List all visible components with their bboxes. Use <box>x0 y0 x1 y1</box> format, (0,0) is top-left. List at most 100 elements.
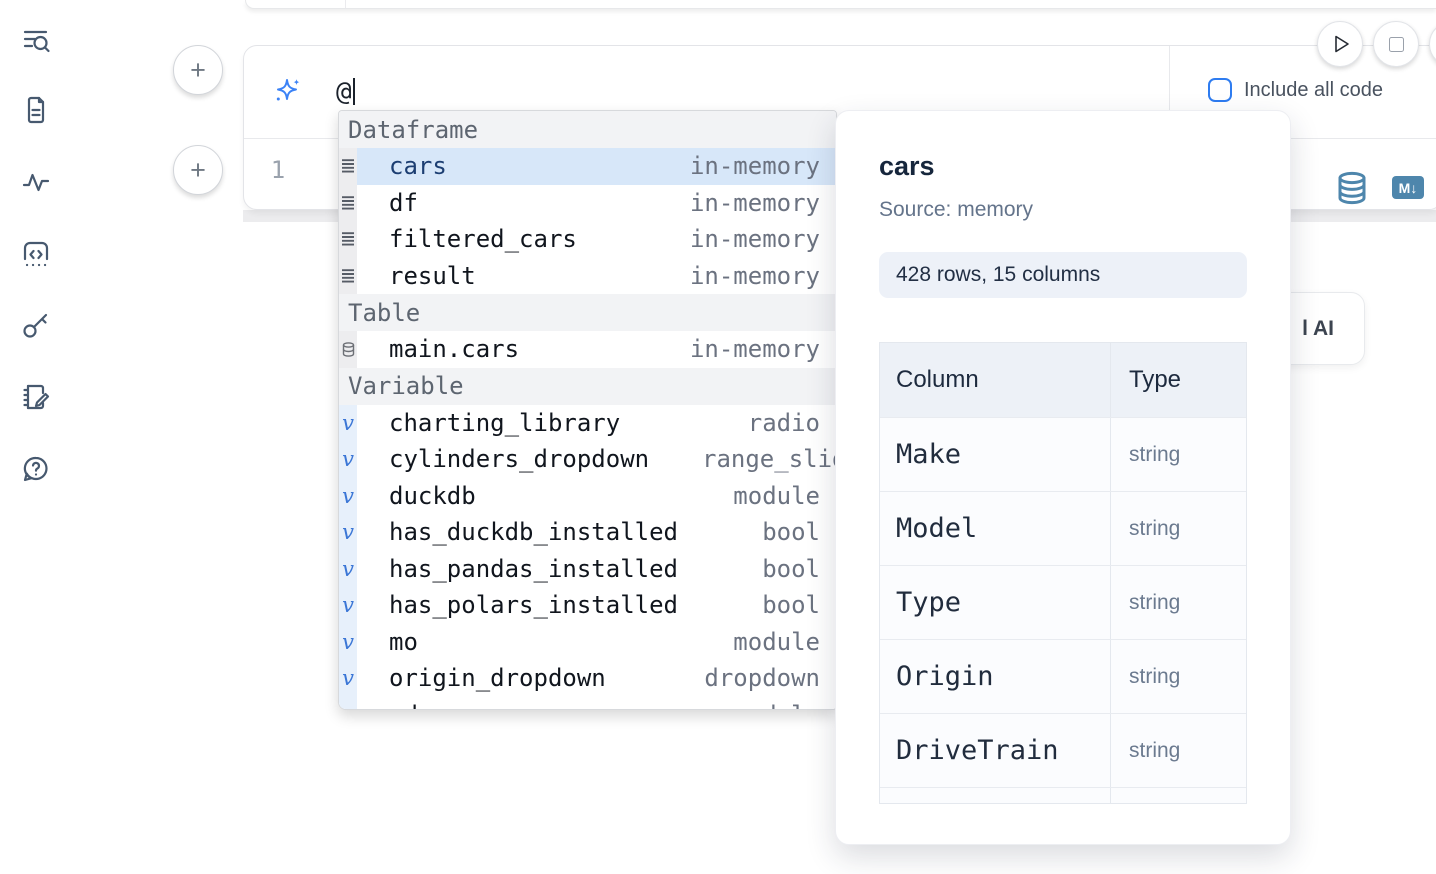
variable-icon: v <box>339 587 357 624</box>
completion-type: bool <box>762 591 820 619</box>
completion-name: charting_library <box>389 409 620 437</box>
table-row: DriveTrainstring <box>880 713 1246 787</box>
completion-type: in-memory <box>690 335 820 363</box>
file-document-icon[interactable] <box>20 94 52 126</box>
autocomplete-item-filtered_cars[interactable]: filtered_carsin-memory <box>339 221 836 258</box>
column-type-cell: string <box>1111 492 1246 565</box>
autocomplete-item-charting_library[interactable]: v charting_library radio <box>339 405 836 442</box>
autocomplete-item-origin_dropdown[interactable]: v origin_dropdown dropdown <box>339 660 836 697</box>
completion-type: in-memory <box>690 262 820 290</box>
column-type-cell: string <box>1111 566 1246 639</box>
autocomplete-item-has_pandas_installed[interactable]: vhas_pandas_installedbool <box>339 551 836 588</box>
columns-table-header-row: Column Type <box>880 343 1246 417</box>
stop-button[interactable] <box>1373 21 1419 67</box>
plus-icon: + <box>190 155 206 186</box>
completion-name: main.cars <box>389 335 519 363</box>
plus-icon: + <box>190 55 206 86</box>
column-name-cell: Model <box>880 492 1111 565</box>
autocomplete-item-cylinders_dropdown[interactable]: v cylinders_dropdown range_slider <box>339 441 836 478</box>
preview-source: Source: memory <box>879 198 1247 222</box>
sidebar <box>0 0 72 874</box>
column-name-cell: Type <box>880 566 1111 639</box>
columns-table: Column Type MakestringModelstringTypestr… <box>879 342 1247 804</box>
markdown-badge-icon[interactable]: M↓ <box>1392 176 1424 199</box>
completion-name: result <box>389 262 476 290</box>
add-cell-above-button[interactable]: + <box>173 45 223 95</box>
previous-cell-divider <box>345 0 346 8</box>
autocomplete-section-table: Table <box>339 294 836 331</box>
completion-type: radio <box>748 409 820 437</box>
notebook-pen-icon[interactable] <box>20 381 52 413</box>
autocomplete-item-df[interactable]: df in-memory <box>339 185 836 222</box>
database-language-icon[interactable] <box>1336 171 1368 205</box>
column-type-cell: string <box>1111 640 1246 713</box>
text-cursor <box>353 78 355 105</box>
column-name-cell <box>880 788 1111 804</box>
autocomplete-item-result[interactable]: result in-memory <box>339 258 836 295</box>
ai-sparkles-icon <box>272 76 302 106</box>
stop-icon <box>1389 37 1404 52</box>
completion-name: has_pandas_installed <box>389 555 678 583</box>
add-cell-below-button[interactable]: + <box>173 145 223 195</box>
shape-badge: 428 rows, 15 columns <box>879 252 1247 298</box>
table-icon <box>339 331 357 368</box>
include-all-code-checkbox[interactable] <box>1208 78 1232 102</box>
column-type-cell: string <box>1111 418 1246 491</box>
completion-type: module <box>733 628 820 656</box>
completion-type: dropdown <box>704 664 820 692</box>
column-type-cell <box>1111 788 1246 804</box>
code-snippets-icon[interactable] <box>20 238 52 270</box>
completion-type: range_slider <box>702 445 836 473</box>
run-cell-button[interactable] <box>1317 21 1363 67</box>
variable-icon: v <box>339 405 357 442</box>
ai-prompt-input[interactable]: @ <box>336 77 355 107</box>
autocomplete-item-pd[interactable]: vpdmodule <box>339 697 836 711</box>
dataframe-icon <box>339 221 357 258</box>
completion-type: in-memory <box>690 189 820 217</box>
variable-icon: v <box>339 660 357 697</box>
list-search-icon[interactable] <box>20 24 52 56</box>
autocomplete-item-has_duckdb_installed[interactable]: vhas_duckdb_installedbool <box>339 514 836 551</box>
completion-name: origin_dropdown <box>389 664 606 692</box>
help-chat-icon[interactable] <box>20 453 52 485</box>
key-icon[interactable] <box>20 309 52 341</box>
variable-icon: v <box>339 441 357 478</box>
previous-cell-bottom-edge <box>245 0 1436 9</box>
autocomplete-section-variable: Variable <box>339 368 836 405</box>
completion-type: module <box>733 701 820 710</box>
dataframe-icon <box>339 185 357 222</box>
completion-name: cars <box>389 152 447 180</box>
completion-type: bool <box>762 518 820 546</box>
preview-title: cars <box>879 151 1247 182</box>
line-number: 1 <box>264 156 292 184</box>
autocomplete-item-duckdb[interactable]: v duckdb module <box>339 478 836 515</box>
table-row: Modelstring <box>880 491 1246 565</box>
table-row-partial <box>880 787 1246 804</box>
completion-name: df <box>389 189 418 217</box>
column-name-cell: Origin <box>880 640 1111 713</box>
autocomplete-item-main.cars[interactable]: main.cars in-memory <box>339 331 836 368</box>
completion-type: bool <box>762 555 820 583</box>
completion-type: module <box>733 482 820 510</box>
column-header: Column <box>880 343 1111 417</box>
table-row: Makestring <box>880 417 1246 491</box>
include-all-code-label[interactable]: Include all code <box>1244 79 1383 102</box>
column-name-cell: Make <box>880 418 1111 491</box>
autocomplete-dropdown: Dataframecarsin-memorydfin-memoryfiltere… <box>338 110 837 710</box>
autocomplete-item-mo[interactable]: vmomodule <box>339 624 836 661</box>
variable-icon: v <box>339 478 357 515</box>
completion-name: cylinders_dropdown <box>389 445 649 473</box>
table-row: Originstring <box>880 639 1246 713</box>
dataframe-icon <box>339 258 357 295</box>
completion-name: duckdb <box>389 482 476 510</box>
column-name-cell: DriveTrain <box>880 714 1111 787</box>
dataframe-preview-panel: cars Source: memory 428 rows, 15 columns… <box>835 110 1291 845</box>
autocomplete-item-has_polars_installed[interactable]: vhas_polars_installedbool <box>339 587 836 624</box>
ai-button-label: l AI <box>1302 317 1334 341</box>
type-header: Type <box>1111 343 1246 417</box>
variable-icon: v <box>339 624 357 661</box>
completion-name: has_duckdb_installed <box>389 518 678 546</box>
activity-icon[interactable] <box>20 167 52 199</box>
autocomplete-item-cars[interactable]: carsin-memory <box>339 148 836 185</box>
completion-type: in-memory <box>690 225 820 253</box>
